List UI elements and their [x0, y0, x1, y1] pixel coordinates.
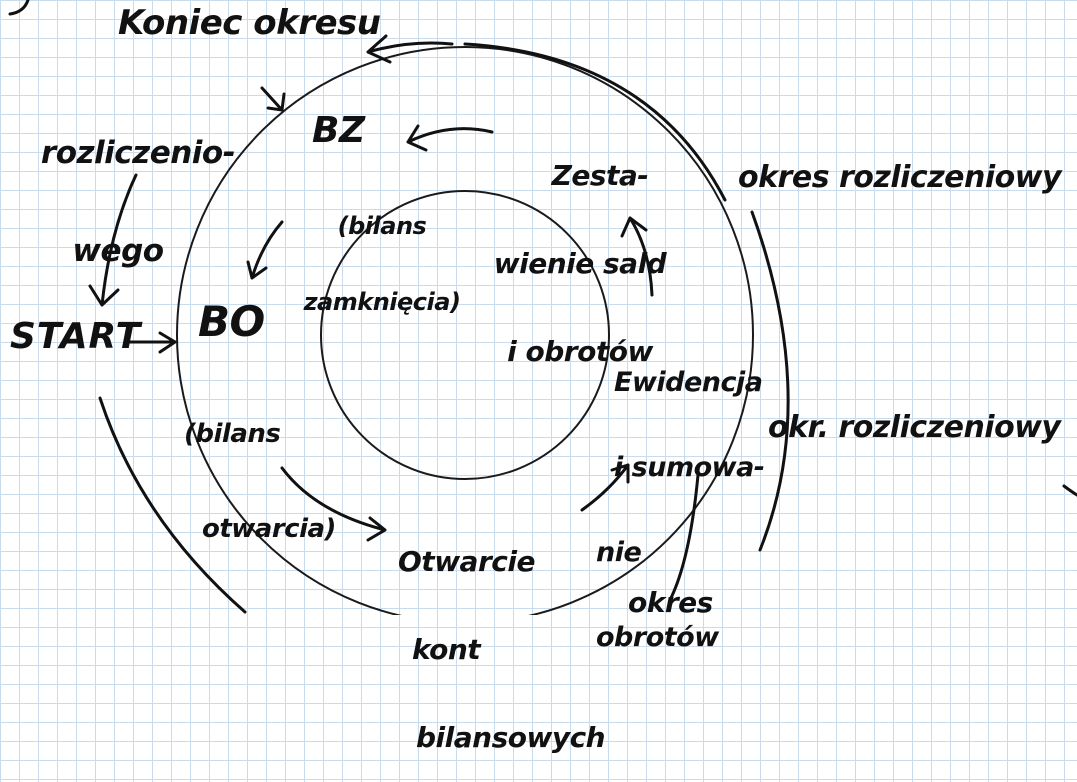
arrow-opening-to-records [580, 463, 630, 512]
label-start: START [10, 316, 142, 357]
outer-arc-top-right [463, 42, 727, 202]
inner-ring [320, 190, 610, 480]
label-opening-line3: bilansowych [416, 721, 606, 755]
arrow-start-to-bo [126, 331, 177, 354]
label-period-right-1: okres rozliczeniowy [738, 160, 1062, 195]
label-summary-line1: Zesta- [551, 158, 649, 192]
label-end-of-period: Koniec okresu [118, 3, 381, 43]
label-records: Ewidencja i sumowa- nie obrotów [596, 312, 765, 680]
cycle-diagram [8, 0, 1077, 615]
label-bo-note: (bilans otwarcia) [184, 366, 336, 571]
label-bz-note-line2: zamknięcia) [303, 287, 461, 316]
outer-ring [176, 46, 754, 615]
label-settlement-line2: wego [72, 232, 164, 269]
label-opening: Otwarcie kont bilansowych [398, 488, 606, 782]
label-settlement-line1: rozliczenio- [40, 135, 236, 172]
label-bz-note: (bilans zamknięcia) [282, 164, 482, 340]
label-opening-line1: Otwarcie [398, 544, 535, 578]
label-summary-line2: wienie sald [493, 246, 667, 280]
label-bz: BZ [312, 110, 365, 151]
arrow-to-start [88, 173, 138, 307]
arrow-to-bz [260, 86, 286, 112]
label-bo: BO [198, 297, 265, 346]
label-opening-line2: kont [412, 632, 481, 666]
arrow-right-arc-tail [1062, 484, 1077, 497]
label-period-right-2: okr. rozliczeniowy [768, 410, 1061, 445]
label-settlement: rozliczenio- wego [28, 72, 248, 300]
arrow-bo-to-opening [280, 466, 387, 542]
label-records-line3: nie [596, 536, 642, 568]
label-summary: Zesta- wienie sald i obrotów [470, 102, 690, 396]
outer-arc-bottom-left [98, 396, 247, 614]
label-period-bottom: okres [628, 586, 713, 619]
arrow-records-to-summary [620, 216, 654, 297]
arrow-to-end-of-period [366, 34, 454, 64]
label-bz-note-line1: (bilans [337, 212, 427, 241]
label-records-line2: i sumowa- [614, 451, 765, 483]
label-records-line1: Ewidencja [614, 366, 763, 398]
arrow-summary-to-bz [406, 124, 494, 152]
outer-arc-bottom-right [668, 473, 700, 602]
label-bo-note-line2: otwarcia) [202, 514, 336, 545]
label-bo-note-line1: (bilans [184, 418, 281, 449]
arrow-bz-to-bo [246, 220, 284, 280]
corner-mark [8, 0, 30, 16]
label-records-line4: obrotów [596, 621, 719, 653]
outer-arc-right [750, 210, 790, 552]
label-summary-line3: i obrotów [507, 335, 653, 369]
